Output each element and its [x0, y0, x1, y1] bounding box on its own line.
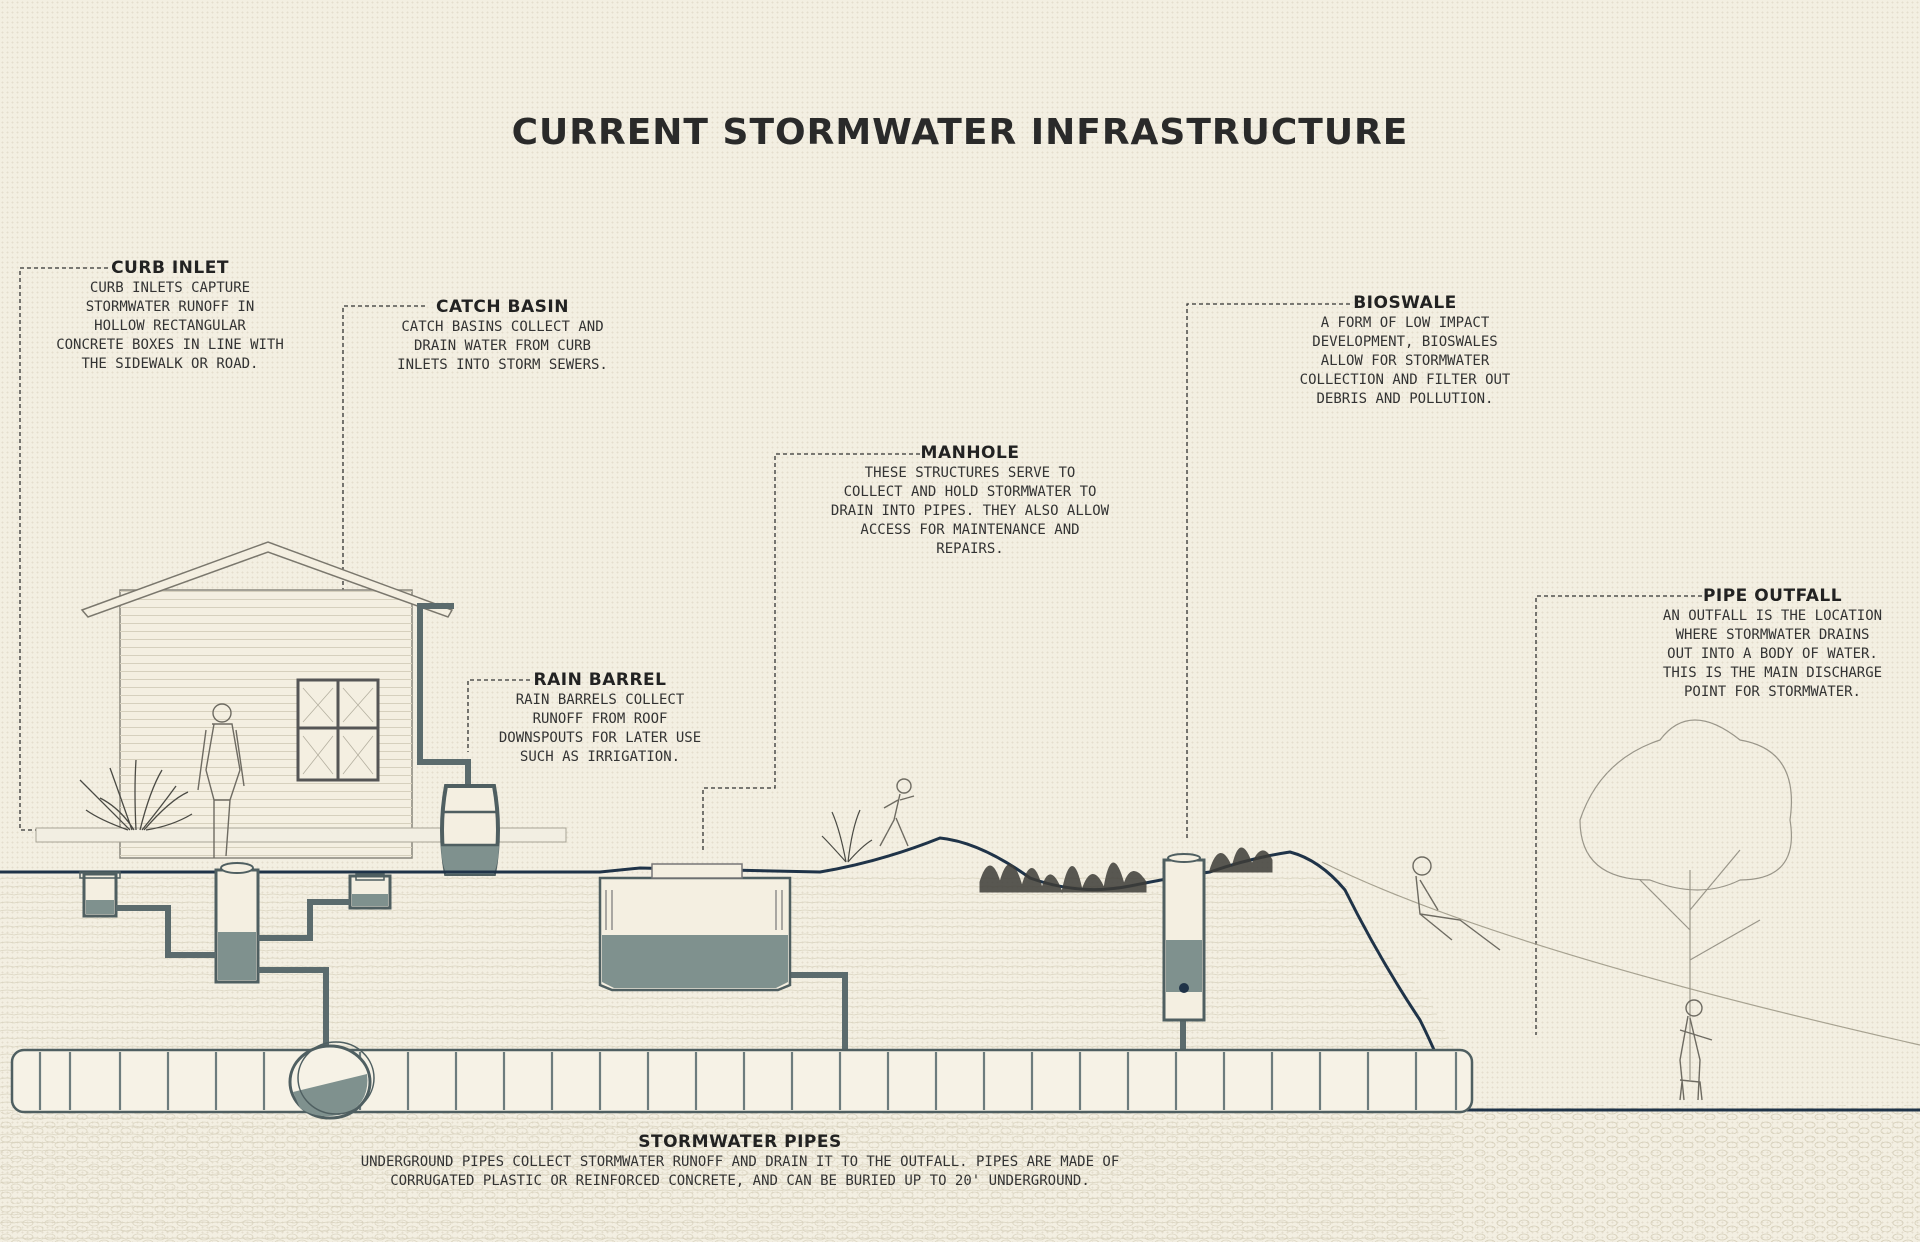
callout-line: THIS IS THE MAIN DISCHARGE	[1662, 665, 1883, 681]
page-title: CURRENT STORMWATER INFRASTRUCTURE	[511, 112, 1409, 153]
callout-heading: PIPE OUTFALL	[1702, 586, 1843, 606]
callout-heading: STORMWATER PIPES	[638, 1132, 842, 1152]
callout-line: SUCH AS IRRIGATION.	[519, 749, 681, 765]
pipe-outfall-leader	[1535, 595, 1702, 1035]
small-plant	[821, 809, 873, 863]
tree	[1579, 719, 1792, 1080]
callout-line: STORMWATER RUNOFF IN	[85, 299, 255, 315]
downspout	[417, 603, 471, 786]
callout-line: WHERE STORMWATER DRAINS	[1675, 627, 1870, 643]
callout-line: DEBRIS AND POLLUTION.	[1316, 391, 1494, 407]
callout-line: CONCRETE BOXES IN LINE WITH	[56, 337, 284, 353]
callout-line: A FORM OF LOW IMPACT	[1320, 315, 1490, 331]
person-sitting	[1412, 856, 1501, 951]
callout-line: CATCH BASINS COLLECT AND	[401, 319, 604, 335]
callout-heading: CURB INLET	[111, 258, 229, 278]
callout-manhole: MANHOLE THESE STRUCTURES SERVE TO COLLEC…	[790, 443, 1150, 559]
callout-line: DEVELOPMENT, BIOSWALES	[1312, 334, 1498, 350]
callout-line: REPAIRS.	[936, 541, 1004, 557]
callout-line: CURB INLETS CAPTURE	[89, 280, 251, 296]
person-walking	[197, 703, 245, 858]
callout-line: POINT FOR STORMWATER.	[1683, 684, 1861, 700]
callout-line: COLLECT AND HOLD STORMWATER TO	[843, 484, 1097, 500]
callout-line: DRAIN WATER FROM CURB	[413, 338, 591, 354]
rain-barrel-shape	[440, 784, 500, 876]
callout-line: OUT INTO A BODY OF WATER.	[1667, 646, 1878, 662]
house-window	[296, 678, 380, 782]
callout-heading: BIOSWALE	[1353, 293, 1457, 313]
callout-bioswale: BIOSWALE A FORM OF LOW IMPACT DEVELOPMEN…	[1270, 293, 1540, 409]
callout-line: ACCESS FOR MAINTENANCE AND	[860, 522, 1080, 538]
bioswale-plants	[979, 847, 1273, 894]
callout-heading: MANHOLE	[920, 443, 1020, 463]
agave-plant	[79, 759, 193, 831]
callout-line: COLLECTION AND FILTER OUT	[1299, 372, 1511, 388]
callout-line: THESE STRUCTURES SERVE TO	[864, 465, 1076, 481]
callout-line: DOWNSPOUTS FOR LATER USE	[498, 730, 702, 746]
callout-line: HOLLOW RECTANGULAR	[94, 318, 246, 334]
callout-line: DRAIN INTO PIPES. THEY ALSO ALLOW	[830, 503, 1110, 519]
house	[35, 541, 567, 859]
stormwater-pipe-shape	[10, 1041, 1474, 1120]
manhole-shape	[598, 863, 792, 992]
callout-line: THE SIDEWALK OR ROAD.	[81, 356, 259, 372]
person-with-dog	[1679, 999, 1713, 1101]
child-running	[879, 778, 915, 847]
callout-line: ALLOW FOR STORMWATER	[1320, 353, 1490, 369]
bioswale-structure-shape	[1162, 853, 1206, 1022]
callout-line: CORRUGATED PLASTIC OR REINFORCED CONCRET…	[390, 1173, 1090, 1189]
slope-line	[1321, 861, 1920, 1046]
curb-inlet-shape	[79, 871, 392, 918]
callout-line: INLETS INTO STORM SEWERS.	[397, 357, 608, 373]
callout-line: UNDERGROUND PIPES COLLECT STORMWATER RUN…	[360, 1154, 1120, 1170]
manhole-leader	[702, 453, 920, 850]
pipe-cross-section	[288, 1041, 375, 1120]
callout-line: AN OUTFALL IS THE LOCATION	[1662, 608, 1883, 624]
callout-stormwater-pipes: STORMWATER PIPES UNDERGROUND PIPES COLLE…	[290, 1132, 1190, 1191]
bioswale-leader	[1186, 303, 1350, 840]
catch-basin-shape	[214, 862, 260, 984]
callout-heading: CATCH BASIN	[436, 297, 569, 317]
callout-line: RUNOFF FROM ROOF	[532, 711, 668, 727]
callout-curb-inlet: CURB INLET CURB INLETS CAPTURE STORMWATE…	[40, 258, 300, 374]
callout-line: RAIN BARRELS COLLECT	[515, 692, 685, 708]
callout-catch-basin: CATCH BASIN CATCH BASINS COLLECT AND DRA…	[370, 297, 635, 375]
callout-rain-barrel: RAIN BARREL RAIN BARRELS COLLECT RUNOFF …	[470, 670, 730, 767]
callout-pipe-outfall: PIPE OUTFALL AN OUTFALL IS THE LOCATION …	[1630, 586, 1915, 702]
callout-heading: RAIN BARREL	[533, 670, 667, 690]
